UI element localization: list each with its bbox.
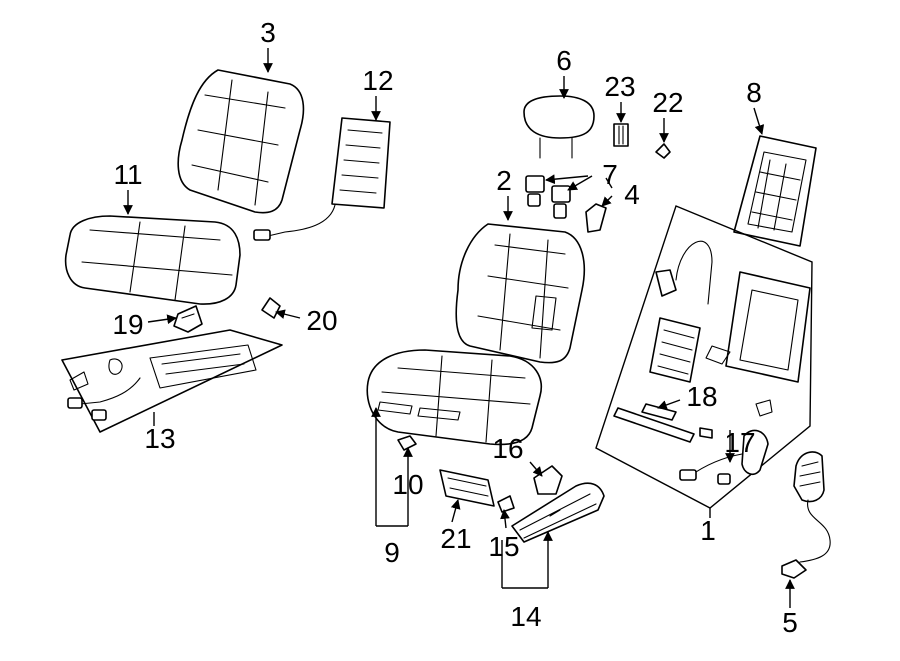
part-clip-10 <box>397 435 417 451</box>
part-seat-back-cover-left <box>177 69 305 214</box>
callout-1: 1 <box>700 515 716 546</box>
callout-16: 16 <box>492 433 523 464</box>
part-seat-back-frame <box>733 135 817 247</box>
callout-21: 21 <box>440 523 471 554</box>
part-cushion-cover-front <box>366 349 542 446</box>
callout-20: 20 <box>306 305 337 336</box>
callout-3: 3 <box>260 17 276 48</box>
callout-15: 15 <box>488 531 519 562</box>
callout-2: 2 <box>496 165 512 196</box>
part-headrest-guides <box>525 175 571 219</box>
callout-13: 13 <box>144 423 175 454</box>
callout-labels: 3 12 11 19 20 13 6 23 22 8 2 7 4 18 17 1… <box>112 17 797 638</box>
part-trim-panel-21 <box>439 469 495 507</box>
callout-22: 22 <box>652 87 683 118</box>
callout-7: 7 <box>602 159 618 190</box>
part-seat-heater-back <box>253 117 391 241</box>
callout-11: 11 <box>113 159 142 190</box>
callout-9: 9 <box>384 537 400 568</box>
part-bracket-19 <box>173 305 203 333</box>
callout-17: 17 <box>724 427 755 458</box>
callout-18: 18 <box>686 381 717 412</box>
callout-6: 6 <box>556 45 572 76</box>
part-clip-20 <box>261 297 281 319</box>
part-seat-back-cover-front <box>455 223 586 364</box>
callout-12: 12 <box>362 65 393 96</box>
callout-5: 5 <box>782 607 798 638</box>
callout-4: 4 <box>624 179 640 210</box>
callout-23: 23 <box>604 71 635 102</box>
callout-14: 14 <box>510 601 541 632</box>
part-cushion-heater-panel <box>61 329 283 433</box>
part-clip-15 <box>497 495 515 513</box>
part-seat-frame-assembly <box>595 205 813 509</box>
part-trim-23 <box>613 123 629 147</box>
part-bracket-16 <box>533 465 563 495</box>
leader-lines <box>123 48 795 608</box>
part-side-module-5 <box>781 451 831 579</box>
part-headrest <box>523 95 595 159</box>
callout-19: 19 <box>112 309 143 340</box>
callout-8: 8 <box>746 77 762 108</box>
part-cover-4 <box>585 203 607 233</box>
part-cushion-cover-left <box>64 215 241 305</box>
part-clip-22 <box>655 143 671 159</box>
part-side-trim-14 <box>511 482 605 543</box>
callout-10: 10 <box>392 469 423 500</box>
